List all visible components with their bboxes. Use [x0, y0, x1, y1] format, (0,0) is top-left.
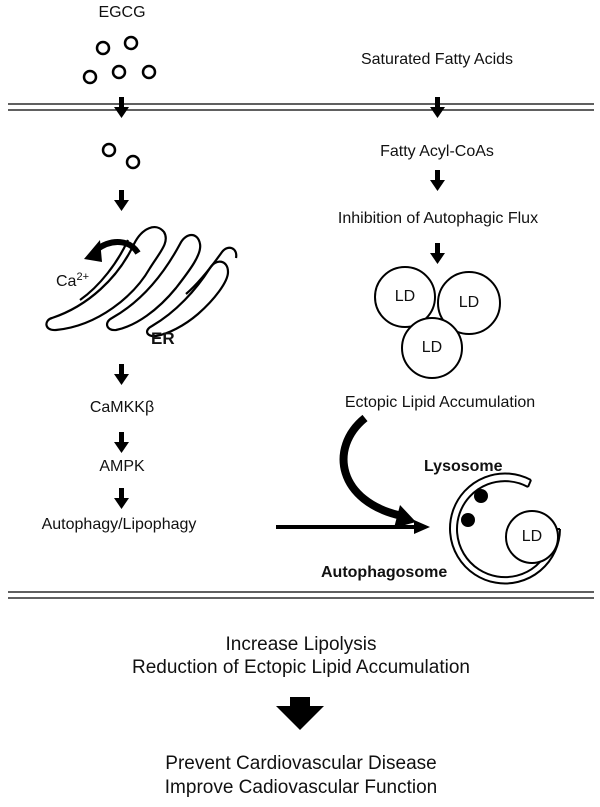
egcg-molecules-outside	[82, 35, 157, 85]
section-divider	[8, 591, 594, 599]
calcium-label: Ca2+	[56, 271, 89, 290]
lipid-droplet-label: LD	[458, 294, 480, 311]
er-icon	[45, 226, 238, 338]
saturated-fatty-acids-label: Saturated Fatty Acids	[360, 51, 514, 68]
outcome-line-2: Reduction of Ectopic Lipid Accumulation	[132, 657, 470, 678]
down-arrow-icon	[430, 97, 445, 118]
down-arrow-icon	[114, 488, 129, 509]
outcome-arrow-icon	[276, 697, 324, 730]
cell-membrane	[8, 103, 594, 111]
fatty-acyl-coas-label: Fatty Acyl-CoAs	[380, 143, 494, 160]
autophagy-lipophagy-label: Autophagy/Lipophagy	[41, 516, 197, 533]
ca-release-arrow	[94, 239, 141, 255]
left-arrows	[114, 97, 129, 509]
down-arrow-icon	[114, 364, 129, 385]
accumulation-arrowhead	[394, 505, 416, 528]
lipid-droplet-label: LD	[394, 288, 416, 305]
egcg-label: EGCG	[98, 4, 146, 21]
autophagosome-droplet-label: LD	[521, 528, 543, 545]
inhibition-autophagic-flux-label: Inhibition of Autophagic Flux	[337, 210, 539, 227]
lysosome-icon	[461, 489, 488, 527]
autophagosome-droplet	[505, 510, 559, 564]
egcg-molecules-inside	[101, 142, 141, 170]
down-arrow-icon	[430, 170, 445, 191]
er-label: ER	[151, 329, 175, 348]
lipid-droplet-label: LD	[421, 339, 443, 356]
ectopic-lipid-accumulation-label: Ectopic Lipid Accumulation	[344, 394, 536, 411]
accumulation-arrow	[339, 414, 403, 520]
ca-release-arrowhead	[84, 240, 102, 262]
down-arrow-icon	[430, 243, 445, 264]
right-arrows	[430, 97, 445, 264]
autophagosome-label: Autophagosome	[321, 564, 448, 581]
down-arrow-icon	[114, 190, 129, 211]
camkkb-label: CaMKKβ	[89, 399, 155, 416]
lipid-droplets	[374, 266, 501, 379]
down-arrow-icon	[114, 97, 129, 118]
outcome-line-3: Prevent Cardiovascular Disease	[165, 753, 437, 774]
autophagy-flow-arrowhead	[414, 520, 430, 534]
lysosome-label: Lysosome	[424, 458, 503, 475]
down-arrow-icon	[114, 432, 129, 453]
outcome-line-1: Increase Lipolysis	[225, 634, 377, 655]
outcome-line-4: Improve Cadiovascular Function	[164, 777, 438, 798]
ampk-label: AMPK	[99, 458, 145, 475]
